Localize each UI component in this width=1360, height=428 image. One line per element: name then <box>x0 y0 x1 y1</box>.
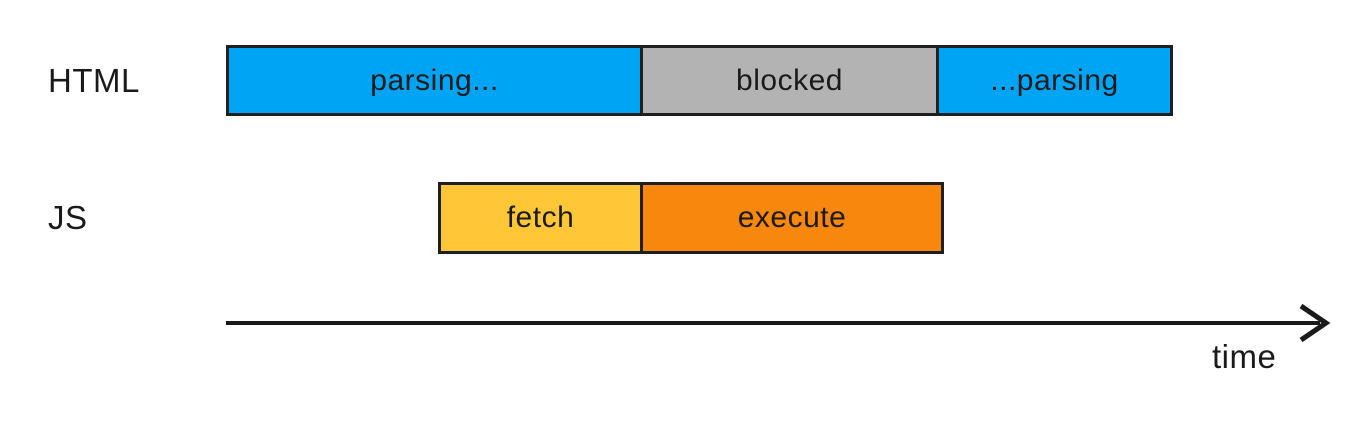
js-timeline-bar: fetch execute <box>438 182 944 254</box>
segment-fetch-label: fetch <box>506 201 575 234</box>
segment-execute: execute <box>640 185 941 251</box>
row-label-html: HTML <box>48 61 140 99</box>
row-label-js: JS <box>48 199 88 236</box>
segment-parsing-before-label: parsing... <box>370 63 499 97</box>
segment-execute-label: execute <box>737 201 847 234</box>
time-axis-arrowhead-icon <box>1299 303 1331 343</box>
html-timeline-bar: parsing... blocked ...parsing <box>226 45 1173 116</box>
time-axis-label: time <box>1212 338 1277 375</box>
segment-blocked-label: blocked <box>736 63 843 97</box>
segment-parsing-after-label: ...parsing <box>990 63 1119 97</box>
segment-parsing-before: parsing... <box>229 48 640 113</box>
segment-blocked: blocked <box>640 48 936 113</box>
segment-fetch: fetch <box>441 185 640 251</box>
segment-parsing-after: ...parsing <box>936 48 1170 113</box>
